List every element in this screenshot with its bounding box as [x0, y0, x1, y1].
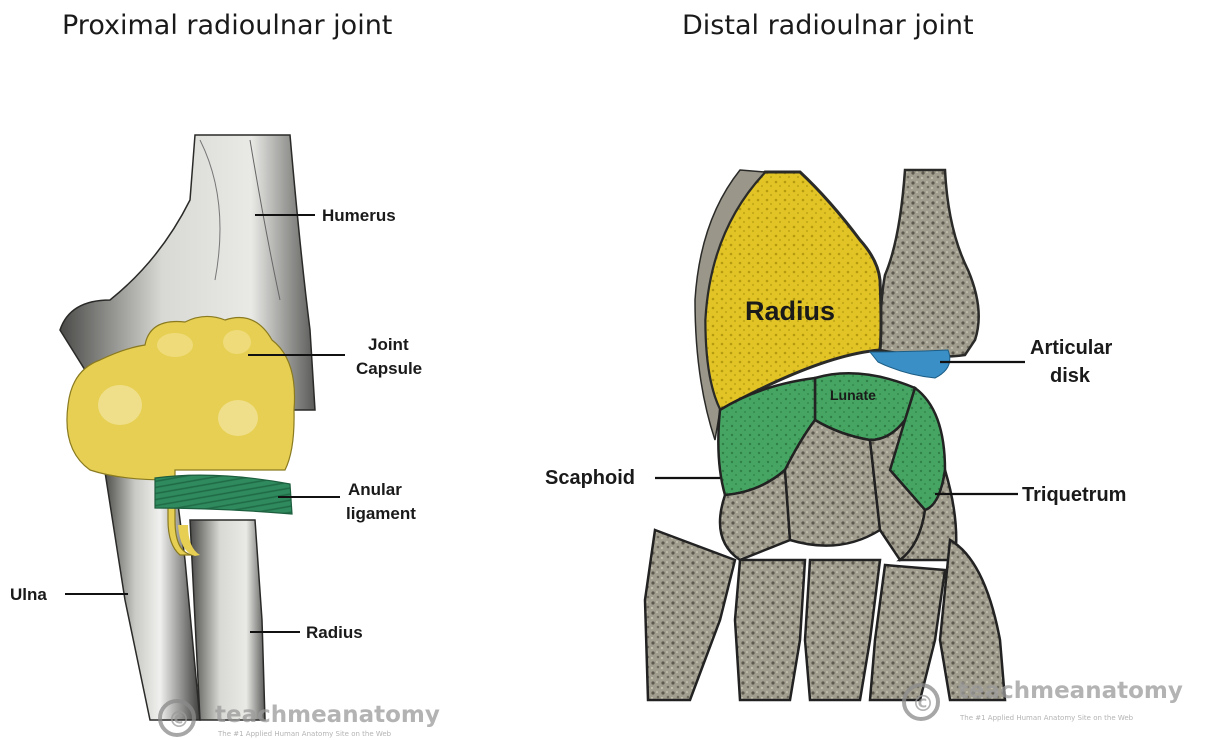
watermark-tagline: The #1 Applied Human Anatomy Site on the… [217, 730, 392, 738]
label-anular: Anular [348, 480, 402, 499]
label-humerus: Humerus [322, 206, 396, 225]
label-disk: disk [1050, 365, 1091, 387]
watermark-brand-2: teachmeanatomy [958, 678, 1183, 704]
label-articular: Articular [1030, 337, 1112, 359]
copyright-icon-2: © [912, 692, 934, 717]
watermark-tagline-2: The #1 Applied Human Anatomy Site on the… [959, 714, 1134, 722]
label-radius-proximal: Radius [306, 623, 363, 642]
label-capsule: Capsule [356, 359, 422, 378]
label-triquetrum: Triquetrum [1022, 484, 1126, 506]
label-radius-distal: Radius [745, 296, 835, 326]
distal-illustration [645, 170, 1005, 700]
radius-bone-proximal [190, 520, 265, 720]
anular-ligament [155, 475, 292, 514]
ulna-distal-bone [880, 170, 979, 357]
copyright-icon: © [168, 708, 190, 733]
label-joint: Joint [368, 335, 409, 354]
watermark-distal: © teachmeanatomy The #1 Applied Human An… [904, 678, 1183, 722]
articular-disk [870, 350, 950, 378]
label-scaphoid: Scaphoid [545, 467, 635, 489]
label-lunate: Lunate [830, 387, 876, 403]
label-ulna: Ulna [10, 585, 47, 604]
watermark-brand: teachmeanatomy [215, 702, 440, 728]
label-ligament: ligament [346, 504, 416, 523]
